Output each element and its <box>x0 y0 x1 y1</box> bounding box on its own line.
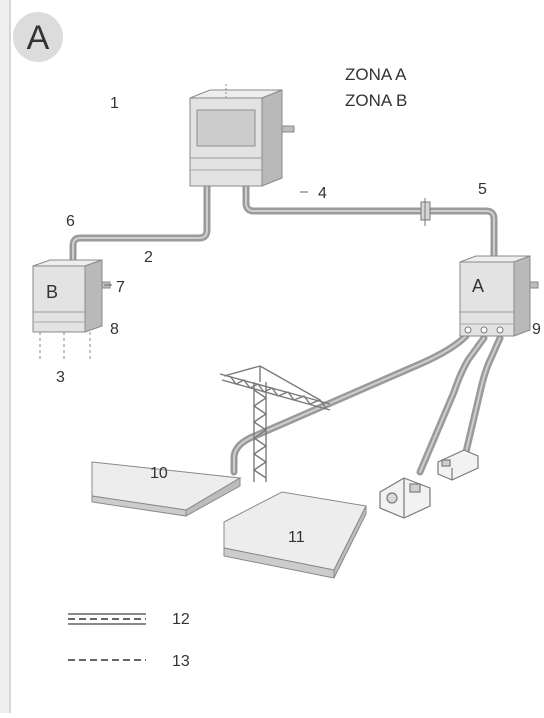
legend: 12 13 <box>68 611 190 670</box>
callout-9: 9 <box>532 321 541 338</box>
box-b: B <box>32 259 111 362</box>
callout-8: 8 <box>110 321 119 338</box>
conduit-a-to-machine-highlight <box>419 337 485 473</box>
conduits <box>69 178 504 476</box>
callout-5: 5 <box>478 181 487 198</box>
conduit-coupling <box>420 198 431 226</box>
legend-number-13: 13 <box>172 653 190 670</box>
plate-11 <box>223 491 367 579</box>
main-box-side <box>261 89 283 187</box>
callout-6: 6 <box>66 213 75 230</box>
callout-11: 11 <box>288 529 305 546</box>
conduit-main-to-a-highlight <box>245 185 495 259</box>
crane-icon <box>219 365 331 482</box>
box-a-letter: A <box>472 276 484 296</box>
callout-4: 4 <box>318 185 327 202</box>
callout-1: 1 <box>110 95 119 112</box>
plate-icon <box>91 461 242 517</box>
callout-7: 7 <box>116 279 125 296</box>
legend-item-12: 12 <box>68 611 190 628</box>
box-b-letter: B <box>46 282 58 302</box>
zone-label-a: ZONA A <box>345 65 407 84</box>
callout-10: 10 <box>150 465 168 482</box>
legend-item-13: 13 <box>68 653 190 670</box>
panel-letter: A <box>27 19 50 57</box>
callouts: 1 2 3 4 5 6 7 8 9 10 11 <box>56 95 541 546</box>
box-a: A <box>459 255 539 337</box>
zone-label-b: ZONA B <box>345 91 407 110</box>
conduit-a-to-plate-highlight <box>233 335 467 473</box>
machine-icon <box>379 477 431 519</box>
distribution-box-icon <box>189 84 295 187</box>
conduit-a-to-block-highlight <box>465 337 501 453</box>
main-box-panel <box>196 109 256 147</box>
panel-letter-badge: A <box>13 12 63 62</box>
callout-2: 2 <box>144 249 153 266</box>
legend-number-12: 12 <box>172 611 190 628</box>
main-box-handle <box>281 125 295 133</box>
block-machine <box>437 449 479 481</box>
conduit-main-to-b-highlight <box>72 181 208 267</box>
page-edge <box>0 0 10 713</box>
circled-letter-icon <box>13 12 63 62</box>
callout-3: 3 <box>56 369 65 386</box>
